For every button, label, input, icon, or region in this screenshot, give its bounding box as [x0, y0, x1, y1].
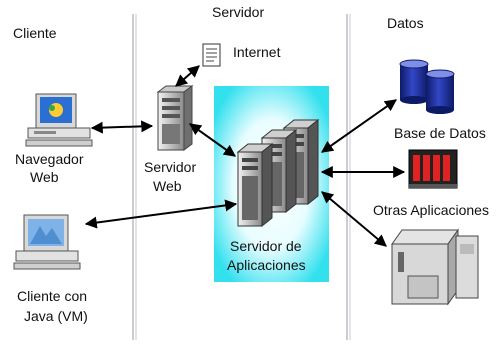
column-header-data: Datos — [387, 15, 424, 31]
arrow-browser-webserver — [90, 120, 154, 134]
arrow-appserver-mainframe — [321, 191, 387, 247]
database-cylinders-icon — [399, 59, 455, 114]
arrow-webserver-appserver — [189, 123, 236, 157]
app-server-cluster-icon — [236, 118, 320, 228]
mainframe-icon — [391, 228, 479, 306]
browser-computer-icon — [25, 93, 93, 147]
arrow-java-appserver — [84, 199, 238, 229]
java-client-label-line2: Java (VM) — [24, 308, 88, 324]
web-server-label-line2: Web — [153, 178, 182, 194]
java-client-label-line1: Cliente con — [17, 288, 87, 304]
column-header-server: Servidor — [212, 4, 264, 20]
web-server-tower-icon — [156, 85, 194, 151]
web-server-label-line1: Servidor — [144, 159, 196, 175]
internet-document-icon — [202, 43, 221, 67]
other-apps-label: Otras Aplicaciones — [373, 202, 489, 218]
app-server-label-line2: Aplicaciones — [227, 257, 306, 273]
browser-label-line1: Navegador — [15, 151, 84, 167]
column-header-client: Cliente — [13, 25, 57, 41]
arrow-appserver-database — [321, 99, 397, 153]
arrow-webserver-internet — [175, 65, 200, 87]
browser-label-line2: Web — [30, 169, 59, 185]
column-divider-right — [346, 14, 351, 340]
java-computer-icon — [13, 214, 81, 270]
internet-label: Internet — [233, 44, 281, 60]
database-label: Base de Datos — [394, 125, 486, 141]
app-server-label-line1: Servidor de — [230, 238, 302, 254]
storage-array-icon — [408, 149, 458, 189]
column-divider-left — [132, 14, 137, 340]
